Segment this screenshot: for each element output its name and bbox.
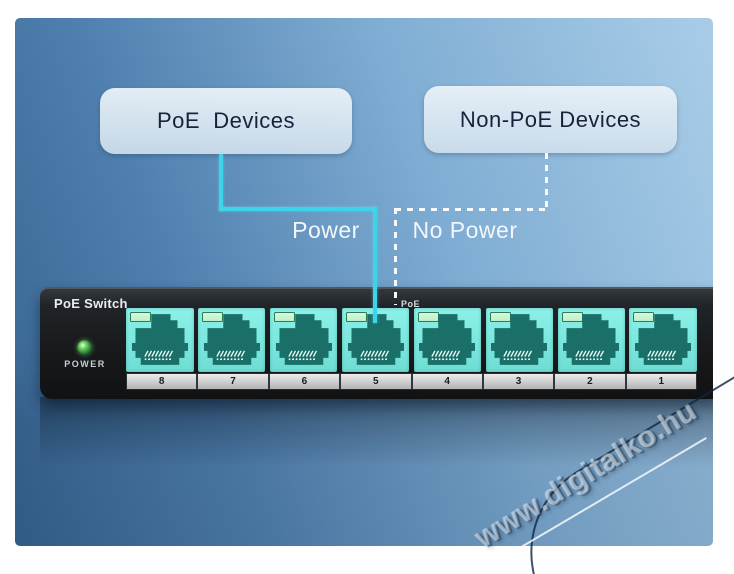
no-power-line-horizontal xyxy=(395,208,547,211)
rj45-port xyxy=(269,308,338,372)
port-number-label: 6 xyxy=(267,374,339,389)
non-poe-devices-label: Non-PoE Devices xyxy=(459,106,642,132)
power-flow-label: Power xyxy=(292,217,360,243)
poe-devices-box: PoE Devices xyxy=(100,88,352,154)
port-led-icon xyxy=(417,312,439,322)
product-photo: PoE Devices Non-PoE Devices Power No Pow… xyxy=(15,18,713,546)
rj45-jack-icon xyxy=(635,314,692,365)
rj45-port xyxy=(126,308,194,372)
rj45-port xyxy=(413,308,482,372)
power-led-icon xyxy=(77,340,92,355)
port-number-label: 2 xyxy=(553,374,624,389)
ports-row xyxy=(126,308,697,372)
rj45-jack-icon xyxy=(347,314,404,365)
port-number-label: 1 xyxy=(624,374,696,389)
poe-ports-tag: PoE xyxy=(401,299,421,309)
port-led-icon xyxy=(345,312,367,322)
port-led-icon xyxy=(633,312,655,322)
rj45-port xyxy=(629,308,697,372)
port-led-icon xyxy=(273,312,295,322)
port-led-icon xyxy=(489,312,511,322)
power-line-vertical-top xyxy=(219,154,223,211)
no-power-line-vertical-bottom xyxy=(394,208,397,305)
rj45-port xyxy=(197,308,266,372)
rj45-jack-icon xyxy=(563,314,620,365)
rj45-jack-icon xyxy=(491,314,548,365)
port-number-label: 7 xyxy=(196,374,267,389)
power-led-label: POWER xyxy=(64,359,106,369)
no-power-flow-label: No Power xyxy=(412,217,518,243)
no-power-line-vertical-top xyxy=(545,153,548,210)
port-number-label: 8 xyxy=(158,376,165,387)
rj45-jack-icon xyxy=(419,314,476,365)
port-led-icon xyxy=(130,312,151,322)
port-number-label: 3 xyxy=(481,374,553,389)
poe-devices-label: PoE Devices xyxy=(156,108,296,133)
port-number-label: 5 xyxy=(339,374,410,389)
port-led-icon xyxy=(561,312,583,322)
rj45-jack-icon xyxy=(131,314,188,365)
port-led-icon xyxy=(201,312,223,322)
rj45-jack-icon xyxy=(275,314,332,365)
rj45-jack-icon xyxy=(203,314,260,365)
switch-name-label: PoE Switch xyxy=(54,296,128,311)
rj45-port xyxy=(485,308,554,372)
switch-shadow xyxy=(40,397,713,467)
non-poe-devices-box: Non-PoE Devices xyxy=(424,86,677,153)
port-number-label: 4 xyxy=(410,374,482,389)
power-line-vertical-bottom xyxy=(373,207,377,323)
rj45-port xyxy=(557,308,626,372)
power-line-horizontal xyxy=(219,207,377,211)
